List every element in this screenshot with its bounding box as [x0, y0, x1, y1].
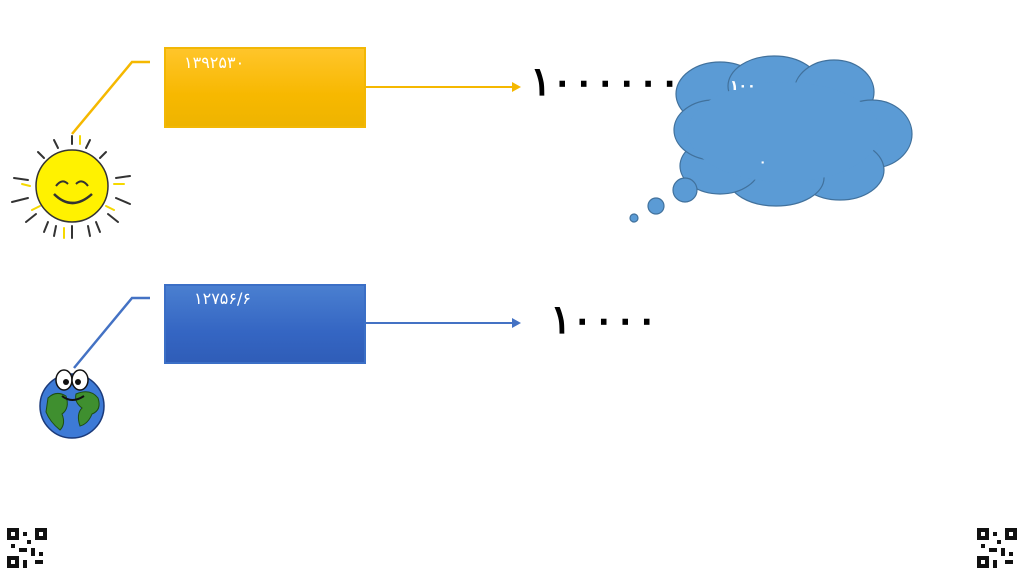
- cloud-text-bottom: ۰: [759, 155, 767, 169]
- cloud-text-top: ۱۰۰: [730, 78, 756, 94]
- earth-box-label: ۱۲۷۵۶/۶: [194, 289, 251, 308]
- sun-arrow-head: [512, 82, 521, 92]
- thought-cloud: [629, 55, 913, 223]
- qr-code-right-icon: [977, 528, 1017, 568]
- earth-arrow-head: [512, 318, 521, 328]
- sun-big-number: ۱۰۰۰۰۰۰: [530, 58, 681, 105]
- earth-icon: [39, 369, 105, 439]
- sun-value-box: ۱۳۹۲۵۳۰: [164, 47, 366, 128]
- earth-connector-line: [73, 296, 150, 369]
- earth-big-number: ۱۰۰۰۰: [550, 296, 658, 343]
- earth-value-box: ۱۲۷۵۶/۶: [164, 284, 366, 364]
- qr-code-left-icon: [7, 528, 47, 568]
- sun-icon: [11, 135, 131, 239]
- sun-connector-line: [71, 60, 150, 135]
- sun-box-label: ۱۳۹۲۵۳۰: [184, 53, 245, 72]
